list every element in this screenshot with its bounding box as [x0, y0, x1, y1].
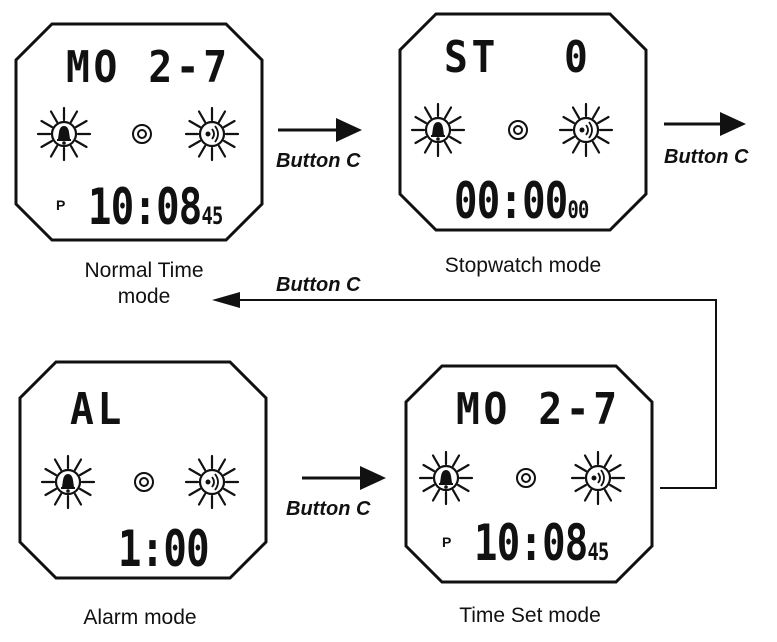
lcd-alarm-time: 1:00 [118, 520, 210, 578]
lcd-time-seconds: 45 [587, 538, 610, 566]
normal-time-caption: Normal Time mode [44, 258, 244, 310]
pm-indicator: P [442, 534, 452, 550]
time-set-caption: Time Set mode [459, 604, 601, 627]
lcd-time-main: 00:00 [454, 172, 568, 230]
lcd-day-date: MO 2-7 [456, 384, 621, 435]
stopwatch-caption: Stopwatch mode [444, 254, 602, 277]
alarm-panel: AL 1:00 [18, 360, 268, 580]
alarm-caption: Alarm mode [83, 606, 197, 629]
lcd-time-hundredths: 00 [567, 196, 590, 224]
lcd-time-seconds: 45 [201, 202, 224, 230]
lcd-mode-label: AL [70, 384, 125, 435]
stopwatch-panel: ST 0 00:0000 [398, 12, 648, 232]
lcd-lap-count: 0 [564, 32, 592, 83]
time-set-panel: MO 2-7 P 10:0845 [404, 364, 654, 584]
lcd-time: 00:0000 [454, 172, 590, 230]
lcd-time: 10:0845 [474, 514, 610, 572]
caption-line2: mode [117, 285, 171, 308]
lcd-time: 10:0845 [88, 178, 224, 236]
button-c-label-1: Button C [276, 150, 361, 172]
lcd-day-date: MO 2-7 [66, 42, 231, 93]
button-c-label-2: Button C [664, 146, 749, 168]
pm-indicator: P [56, 197, 66, 213]
button-c-label-4: Button C [286, 498, 371, 520]
arrow-normal-to-stopwatch [278, 118, 362, 142]
button-c-label-3: Button C [276, 274, 361, 296]
lcd-mode-label: ST [444, 32, 499, 83]
arrow-return-to-normal [212, 292, 717, 489]
watch-face-frame [18, 360, 268, 580]
arrow-stopwatch-to-next [664, 112, 746, 136]
normal-time-panel: MO 2-7 P 10:0845 [14, 22, 264, 242]
lcd-time-main: 10:08 [474, 514, 588, 572]
lcd-time-main: 10:08 [88, 178, 202, 236]
caption-line1: Normal Time [84, 259, 204, 282]
arrow-alarm-to-timeset [302, 466, 386, 490]
